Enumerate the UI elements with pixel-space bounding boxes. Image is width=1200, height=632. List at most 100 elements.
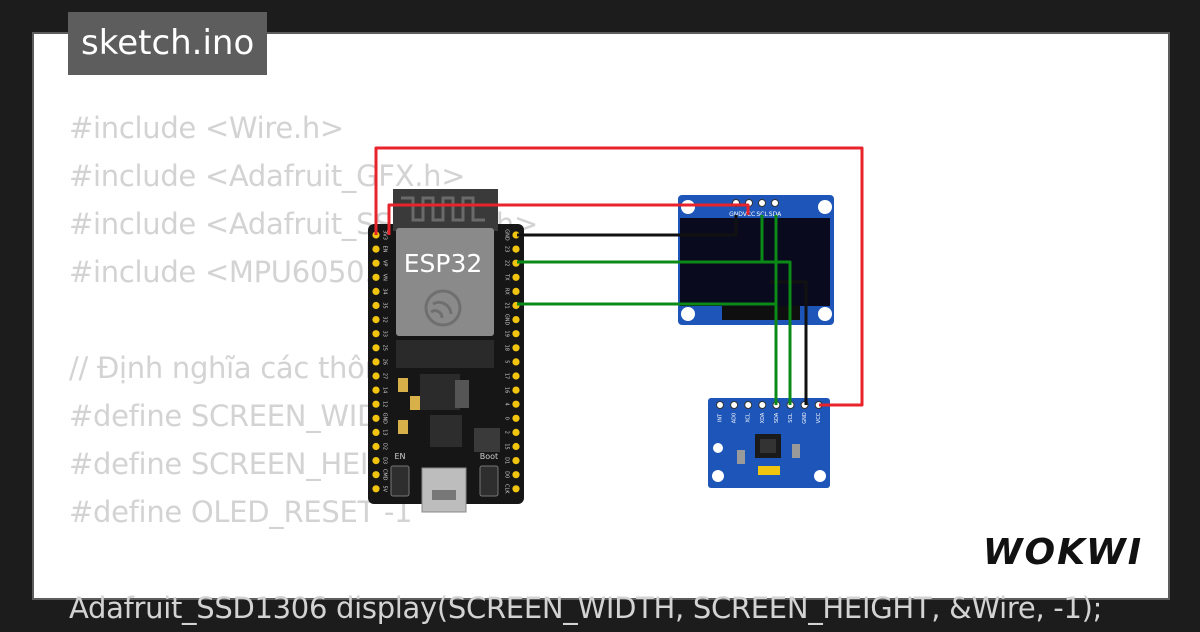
esp32-pin-right[interactable] [512,428,520,436]
esp32-pin-right[interactable] [512,245,520,253]
esp32-pin-left[interactable] [372,245,380,253]
esp32-pin-label: TX [504,273,510,281]
esp32-pin-left[interactable] [372,400,380,408]
mpu6050-pin[interactable] [716,401,724,409]
esp32-pin-label: 19 [504,331,510,337]
esp32-pin-label: 35 [382,302,388,308]
esp32-pin-right[interactable] [512,330,520,338]
code-line: #include <Wire.h> [69,111,344,145]
esp32-pin-label: D0 [504,471,510,478]
wire-scl-green [517,260,792,405]
esp32-pin-left[interactable] [372,259,380,267]
mpu6050-pin-label: AD0 [732,413,738,423]
esp32-pin-label: 3V3 [382,230,388,240]
mpu6050-pin-label: XDA [760,412,766,423]
esp32-pin-label: VN [382,274,388,281]
esp32-pin-label: 13 [382,429,388,435]
esp32-pin-left[interactable] [372,344,380,352]
esp32-pin-right[interactable] [512,457,520,465]
esp32-pin-label: VP [382,260,388,266]
esp32-pin-right[interactable] [512,287,520,295]
code-line: Adafruit_SSD1306 display(SCREEN_WIDTH, S… [69,591,1103,625]
esp32-pin-left[interactable] [372,372,380,380]
oled-pin-label: SDA [769,211,782,218]
esp32-pin-label: D2 [382,443,388,450]
esp32-pin-left[interactable] [372,301,380,310]
oled-pin[interactable] [771,199,779,207]
esp32-pin-right[interactable] [512,471,520,479]
esp32-pin-label: 33 [382,331,388,337]
esp32-pin-right[interactable] [512,414,520,422]
esp32-pin-label: RX [504,288,510,295]
code-line: #include <Adafruit_GFX.h> [69,159,466,193]
boot-button-label: Boot [480,452,498,461]
espressif-logo-icon [424,289,462,327]
esp32-pin-label: EN [382,246,388,253]
file-name-badge[interactable]: sketch.ino [68,12,268,75]
esp32-pin-label: 32 [382,316,388,322]
esp32-left-pin-header: 3V3ENVPVN343532332526271412GND13D2D3CMD5… [372,230,388,493]
esp32-pin-right[interactable] [512,485,520,493]
esp32-pin-right[interactable] [512,386,520,394]
esp32-pin-label: 23 [504,246,510,252]
esp32-pin-label: 18 [504,345,510,351]
esp32-pin-label: 12 [382,401,388,407]
wokwi-logo: WOKWI [983,532,1141,573]
wire-vcc-red [374,146,864,407]
esp32-pin-label: 17 [504,373,510,379]
esp32-pin-label: 22 [504,260,510,266]
esp32-pin-left[interactable] [372,330,380,338]
esp32-pin-label: 16 [504,387,510,393]
boot-button[interactable] [479,465,499,497]
wire-gnd-mpu-black [770,280,808,405]
esp32-pin-label: D3 [382,457,388,464]
esp32-pin-label: GND [504,314,510,326]
esp32-pin-label: 27 [382,373,388,379]
wire-gnd-oled-black [517,215,738,237]
esp32-pin-left[interactable] [372,273,380,281]
mpu6050-pin-label: INT [718,413,724,422]
esp32-pin-label: D1 [504,457,510,464]
esp32-pin-label: 0 [504,417,510,420]
oled-pin[interactable] [758,199,766,207]
esp32-pin-right[interactable] [512,344,520,352]
esp32-pin-right[interactable] [512,400,520,408]
mpu6050-pin[interactable] [758,401,767,409]
esp32-pin-left[interactable] [372,485,380,493]
esp32-pin-left[interactable] [372,414,380,422]
esp32-pin-right[interactable] [512,372,520,380]
esp32-pin-label: 2 [504,431,510,434]
esp32-pin-right[interactable] [512,358,520,366]
esp32-pin-left[interactable] [372,471,380,479]
mpu6050-pin-label: GND [802,412,808,424]
esp32-pin-left[interactable] [372,287,380,295]
esp32-pin-left[interactable] [372,386,380,394]
mpu6050-pin[interactable] [730,401,739,409]
esp32-pin-left[interactable] [372,358,380,366]
en-button-label: EN [394,452,405,461]
oled-pin-label: SCL [756,211,768,218]
esp32-pin-label: CMD [382,469,388,481]
esp32-pin-left[interactable] [372,442,380,451]
mpu6050-pin-label: SCL [788,413,794,423]
esp32-pin-label: 5 [504,360,510,363]
esp32-pin-label: 4 [504,403,510,406]
wire-3v3-oled-vcc-red [387,203,750,235]
esp32-pin-left[interactable] [372,428,380,436]
en-button[interactable] [390,465,410,497]
esp32-pin-label: 25 [382,345,388,351]
esp32-pin-label: 34 [382,288,388,294]
esp32-pin-right[interactable] [512,231,520,239]
esp32-pin-left[interactable] [372,457,380,465]
esp32-pin-right[interactable] [512,316,520,324]
esp32-pin-right[interactable] [512,442,520,451]
esp32-pin-label: GND [382,413,388,425]
mpu6050-pin[interactable] [744,401,753,409]
esp32-board[interactable]: ESP32 EN Boot 3V3ENVPVN34353233252627141… [368,189,524,513]
esp32-pin-right[interactable] [512,273,520,281]
esp32-pin-left[interactable] [372,316,380,324]
mpu6050-pin-label: SDA [774,412,780,423]
